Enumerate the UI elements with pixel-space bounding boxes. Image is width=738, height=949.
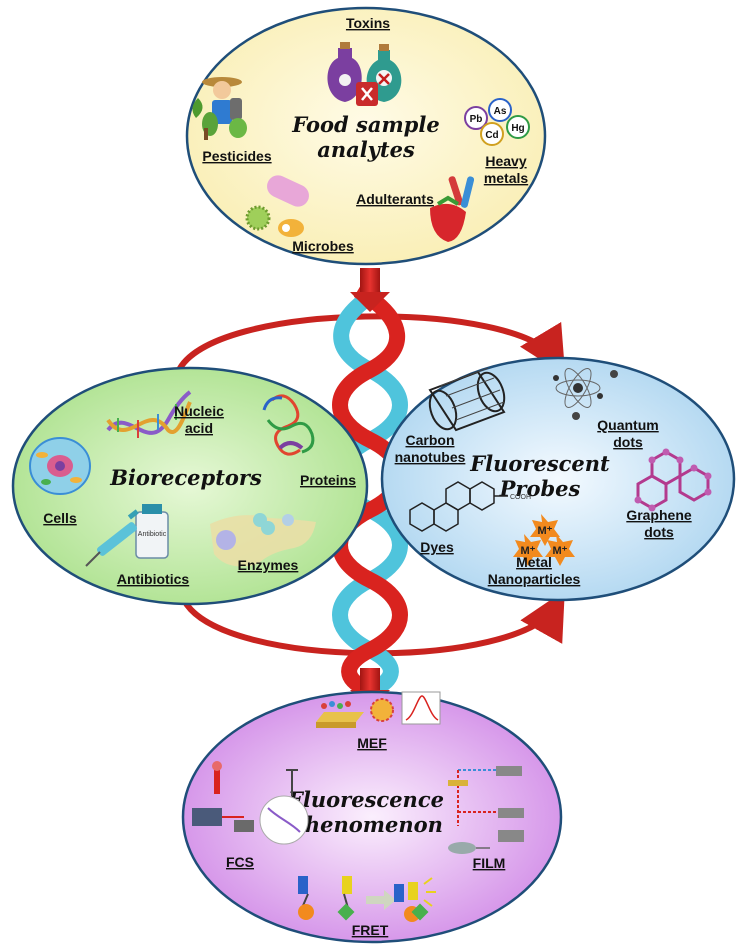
fcs-setup-icon (192, 761, 309, 845)
adulterants-icon (430, 176, 475, 242)
antibiotic-bottle-label: Antibiotic (138, 531, 167, 538)
metal-pb: Pb (470, 114, 483, 125)
fcs-label: FCS (226, 854, 254, 870)
metal-nanoparticles-label-line1: Metal (516, 554, 552, 570)
enzymes-label: Enzymes (238, 557, 299, 573)
bioreceptors-panel: Nucleic acid Proteins Bioreceptors Cells… (11, 366, 369, 606)
graphene-dots-label-line2: dots (644, 524, 674, 540)
metal-nanoparticles-icon: M⁺ M⁺ M⁺ (513, 514, 575, 566)
phenomenon-title-line2: Phenomenon (288, 812, 443, 837)
microbes-label: Microbes (292, 238, 354, 254)
probes-title-line1: Fluorescent (469, 451, 610, 476)
proteins-label: Proteins (300, 472, 356, 488)
mef-icon (316, 691, 441, 728)
enzymes-icon (210, 513, 316, 567)
heavy-metals-icon: Pb As Hg Cd (464, 98, 530, 146)
heavy-metals-label-line2: metals (484, 170, 529, 186)
down-arrow-top (350, 268, 390, 312)
nucleic-acid-label-line2: acid (185, 420, 213, 436)
metal-ion-2: M⁺ (521, 545, 536, 557)
toxins-label: Toxins (346, 15, 390, 31)
quantum-dots-label-line1: Quantum (597, 417, 658, 433)
graphene-dots-label-line1: Graphene (626, 507, 692, 523)
fluorescence-phenomenon-panel: MEF Fluorescence Phenomenon FCS (181, 690, 563, 944)
probes-ellipse (380, 356, 736, 602)
fret-icon (298, 876, 436, 922)
antibiotics-label: Antibiotics (117, 571, 190, 587)
graphene-dots-icon (634, 448, 712, 512)
cooh-group-label: COOH (510, 494, 531, 501)
film-label: FILM (473, 855, 506, 871)
metal-ion-3: M⁺ (553, 545, 568, 557)
food-analytes-panel: Toxins Pesticides Food sample analytes P… (185, 6, 547, 266)
nucleic-acid-label-line1: Nucleic (174, 403, 224, 419)
metal-nanoparticles-label-line2: Nanoparticles (488, 571, 581, 587)
metal-cd: Cd (485, 130, 498, 141)
dye-molecule-icon: COOH (409, 481, 531, 532)
carbon-nanotubes-label-line1: Carbon (406, 432, 455, 448)
bioreceptors-title: Bioreceptors (109, 465, 262, 490)
metal-as: As (494, 106, 507, 117)
food-title-line2: analytes (317, 137, 415, 162)
adulterants-label: Adulterants (356, 191, 434, 207)
microbes-icon (245, 175, 309, 237)
antibiotics-icon: Antibiotic (85, 504, 169, 567)
dyes-label: Dyes (420, 539, 454, 555)
phenomenon-ellipse (181, 690, 563, 944)
pesticides-farmer-icon (192, 77, 247, 140)
fret-label: FRET (352, 922, 389, 938)
heavy-metals-label-line1: Heavy (485, 153, 526, 169)
film-setup-icon (448, 766, 524, 854)
cell-icon (29, 437, 91, 495)
probes-title-line2: Probes (499, 476, 581, 501)
fluorescent-probes-panel: Carbon nanotubes Quantum dots Fluorescen… (380, 356, 736, 602)
carbon-nanotube-icon (428, 367, 506, 432)
mef-label: MEF (357, 735, 387, 751)
toxins-bottles-icon (327, 42, 402, 106)
cells-label: Cells (43, 510, 77, 526)
pesticides-label: Pesticides (202, 148, 271, 164)
nucleic-acid-dna-icon (106, 390, 192, 438)
helix-red-strand (332, 283, 408, 698)
top-curved-arrow (175, 313, 566, 376)
phenomenon-title-line1: Fluorescence (287, 787, 444, 812)
metal-hg: Hg (511, 123, 524, 134)
metal-ion-1: M⁺ (538, 525, 553, 537)
protein-structure-icon (262, 394, 315, 456)
quantum-dots-icon (553, 368, 618, 420)
carbon-nanotubes-label-line2: nanotubes (395, 449, 466, 465)
quantum-dots-label-line2: dots (613, 434, 643, 450)
food-title-line1: Food sample (291, 112, 439, 137)
